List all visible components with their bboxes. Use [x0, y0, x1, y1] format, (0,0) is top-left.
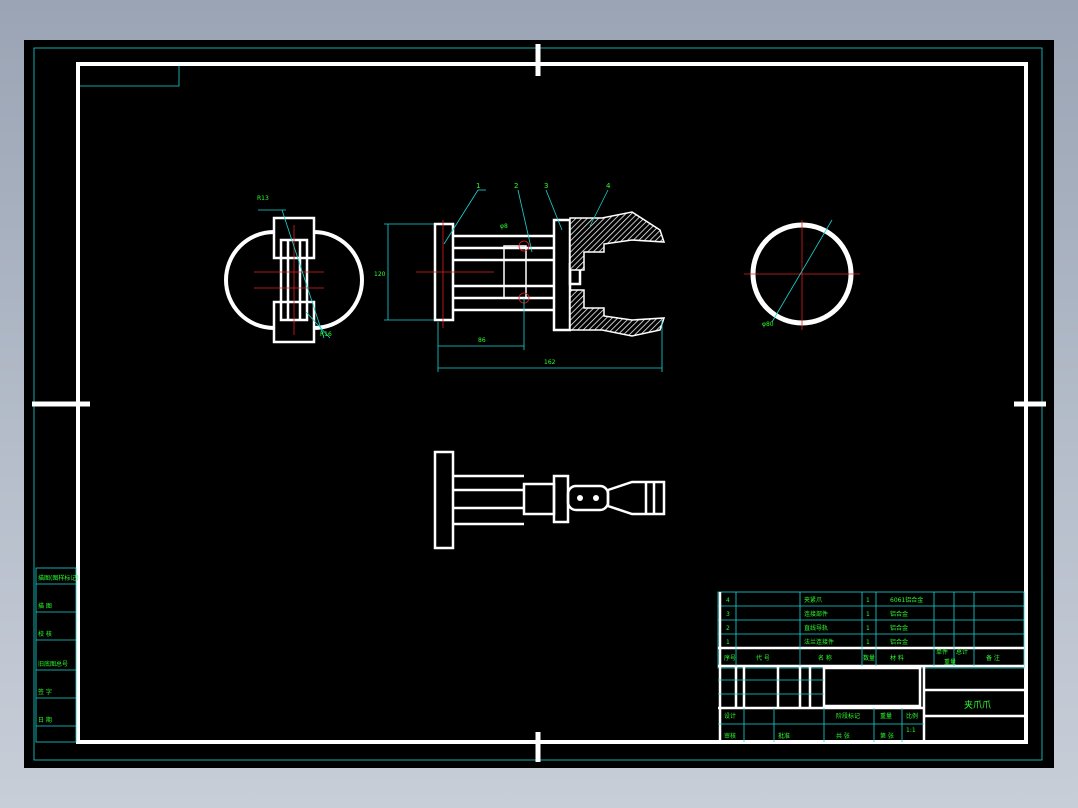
balloon-4: 4 [606, 182, 611, 190]
strip-item-0: 描图(图样标记) [38, 574, 79, 582]
parts-row-qty: 1 [866, 625, 870, 632]
outer-border [33, 47, 1043, 761]
dim-dia: φ80 [762, 321, 774, 328]
parts-row-material: 铝合金 [890, 638, 908, 646]
header-qty: 数量 [863, 654, 875, 662]
sheet-label: 共 张 [836, 732, 850, 740]
inner-frame [76, 62, 1028, 744]
check-label: 审核 [724, 732, 736, 740]
parts-row-material: 6061铝合金 [890, 596, 923, 604]
header-name: 名 称 [818, 654, 832, 662]
dim-length-mid: 86 [478, 337, 486, 344]
balloon-2: 2 [514, 182, 518, 190]
header-unit: 单件 [936, 648, 948, 656]
cad-drawing: R13 R16 120 86 162 φ8 1 [32, 44, 1046, 762]
note-pin: φ8 [500, 223, 508, 230]
header-material: 材 料 [890, 654, 904, 662]
page-label: 第 张 [880, 732, 894, 740]
parts-row-name: 法兰连接件 [804, 638, 834, 646]
header-remark: 备 注 [986, 654, 1000, 662]
strip-item-5: 日 期 [38, 716, 52, 724]
parts-row-qty: 1 [866, 611, 870, 618]
side-view: R13 R16 [224, 195, 364, 344]
balloon-3: 3 [544, 182, 548, 190]
dim-length-total: 162 [544, 359, 556, 366]
header-no: 序号 [724, 654, 736, 662]
strip-item-3: 旧底图总号 [38, 660, 68, 668]
stage-label: 阶段标记 [836, 712, 860, 720]
design-label: 设计 [724, 712, 736, 720]
drawing-sheet: R13 R16 120 86 162 φ8 1 [24, 40, 1054, 768]
drawing-title: 夹爪爪 [964, 699, 991, 711]
strip-item-1: 描 图 [38, 602, 52, 610]
front-view: 120 86 162 φ8 1 2 3 4 [374, 182, 666, 372]
parts-row-material: 铝合金 [890, 610, 908, 618]
end-view: φ80 [744, 219, 860, 330]
left-strip: 描图(图样标记) 描 图 校 核 旧底图总号 签 字 日 期 [35, 567, 79, 743]
dim-r-bottom: R16 [320, 331, 332, 338]
parts-row-no: 3 [726, 611, 730, 618]
parts-row-no: 4 [726, 597, 730, 604]
parts-row-name: 直线导轨 [804, 624, 828, 632]
strip-item-4: 签 字 [38, 688, 52, 696]
header-total: 总计 [956, 648, 968, 656]
parts-row-qty: 1 [866, 597, 870, 604]
parts-row-qty: 1 [866, 639, 870, 646]
parts-list: 4 夹紧爪 1 6061铝合金 3 连接部件 1 铝合金 2 直线导轨 1 铝合金 1 法兰连接件 1 铝合金… [717, 591, 1025, 742]
parts-row-name: 夹紧爪 [804, 596, 822, 604]
dim-r-top: R13 [257, 195, 269, 202]
header-weight: 重量 [944, 658, 956, 666]
scale-label: 比例 [906, 712, 918, 720]
parts-row-material: 铝合金 [890, 624, 908, 632]
corner-box [80, 66, 180, 87]
balloon-1: 1 [476, 182, 480, 190]
scale-value: 1:1 [906, 727, 916, 734]
weight-label: 重量 [880, 712, 892, 720]
parts-row-no: 2 [726, 625, 730, 632]
parts-row-no: 1 [726, 639, 730, 646]
header-code: 代 号 [756, 654, 770, 662]
approve-label: 批准 [778, 732, 790, 740]
top-view [433, 450, 666, 550]
dim-height: 120 [374, 271, 386, 278]
title-block: 夹爪爪 设计 审核 批准 阶段标记 重量 比例 1:1 共 张 第 张 [718, 666, 1024, 744]
parts-row-name: 连接部件 [804, 610, 828, 618]
strip-item-2: 校 核 [38, 630, 52, 638]
